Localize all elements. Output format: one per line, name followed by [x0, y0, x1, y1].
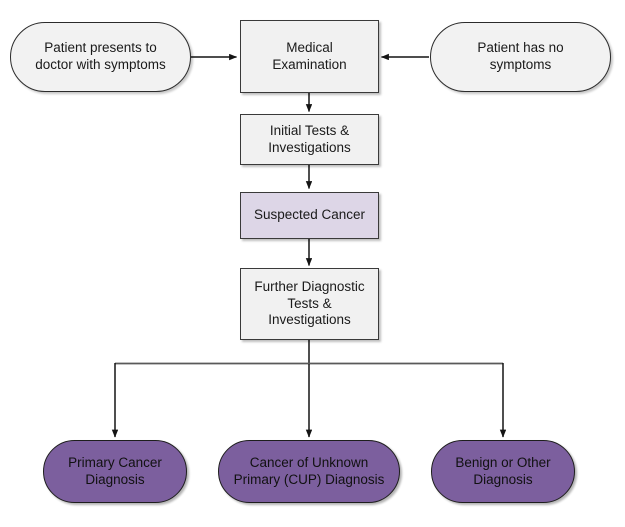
node-label: Initial Tests & Investigations: [268, 122, 351, 155]
node-label: Further Diagnostic Tests & Investigation…: [254, 278, 365, 328]
node-label: Medical Examination: [272, 39, 347, 72]
node-further-diagnostic-tests[interactable]: Further Diagnostic Tests & Investigation…: [240, 268, 379, 340]
node-label: Benign or Other Diagnosis: [455, 454, 551, 487]
node-benign-or-other-diagnosis[interactable]: Benign or Other Diagnosis: [431, 440, 575, 503]
node-patient-presents-with-symptoms[interactable]: Patient presents to doctor with symptoms: [10, 22, 191, 92]
node-label: Cancer of Unknown Primary (CUP) Diagnosi…: [233, 454, 385, 487]
node-label: Patient has no symptoms: [477, 40, 564, 72]
node-label: Primary Cancer Diagnosis: [68, 454, 162, 487]
node-suspected-cancer[interactable]: Suspected Cancer: [240, 192, 379, 239]
node-label: Patient presents to doctor with symptoms: [35, 40, 166, 72]
node-label: Suspected Cancer: [253, 207, 366, 223]
node-patient-has-no-symptoms[interactable]: Patient has no symptoms: [430, 22, 611, 92]
node-primary-cancer-diagnosis[interactable]: Primary Cancer Diagnosis: [43, 440, 187, 503]
node-cancer-unknown-primary-diagnosis[interactable]: Cancer of Unknown Primary (CUP) Diagnosi…: [218, 440, 400, 503]
node-initial-tests-investigations[interactable]: Initial Tests & Investigations: [240, 114, 379, 165]
node-medical-examination[interactable]: Medical Examination: [240, 20, 379, 93]
